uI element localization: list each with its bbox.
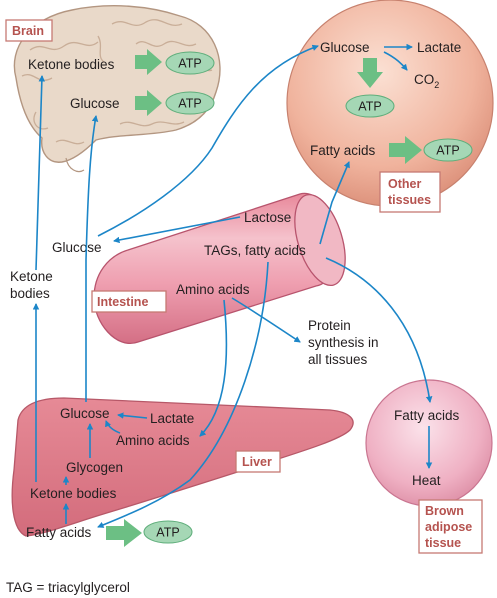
liver-label: Liver (242, 455, 272, 469)
other-tissues: Glucose Lactate CO2 ATP Fatty acids ATP … (286, 0, 494, 213)
brown-adipose-tissue: Fatty acids Heat Brown adipose tissue (365, 379, 493, 554)
intestine: Intestine Lactose TAGs, fatty acids Amin… (91, 192, 346, 345)
liver-fatty-atp-energy-arrow (106, 519, 142, 547)
arrow-lactose-to-blood-glucose (113, 216, 241, 244)
brain-ketone-atp-energy-arrow (135, 49, 162, 75)
liver-shape (11, 397, 354, 537)
brain-glucose-atp-energy-arrow (135, 90, 162, 116)
arrow-amino-acids-to-protein-synthesis (231, 297, 301, 343)
brain-shape (13, 5, 221, 173)
blood-ketone-label-line-1: Ketone (10, 269, 53, 284)
brown-adipose-label-line-1: Brown (425, 504, 464, 518)
other-lactate-label: Lactate (417, 40, 461, 55)
intestine-label: Intestine (97, 295, 148, 309)
liver-fatty-atp-oval (143, 520, 193, 544)
liver-glycogen-label: Glycogen (66, 460, 123, 475)
brown-fatty-acids-label: Fatty acids (394, 408, 460, 423)
other-fatty-atp-energy-arrow (389, 136, 422, 164)
other-glucose-atp-oval (345, 94, 395, 118)
other-fatty-acids-label: Fatty acids (310, 143, 376, 158)
arrow-tags-to-brown-fatty-acids (325, 257, 433, 403)
brain-ketone-bodies-label: Ketone bodies (28, 57, 115, 72)
brown-adipose-label-line-2: adipose (425, 520, 472, 534)
liver-lactate-label: Lactate (150, 411, 194, 426)
other-fatty-atp-label: ATP (436, 144, 459, 158)
protein-synthesis-label-line-1: Protein (308, 318, 351, 333)
brain-glucose-label: Glucose (70, 96, 120, 111)
brain-ketone-atp-label: ATP (178, 57, 201, 71)
brown-adipose-label-box (418, 499, 483, 554)
footnote: TAG = triacylglycerol (6, 580, 130, 595)
intestine-tags-label: TAGs, fatty acids (204, 243, 306, 258)
liver-glucose-label: Glucose (60, 406, 110, 421)
arrow-amino-acids-to-liver (199, 299, 228, 437)
arrow-tags-to-liver-fatty-acids (97, 261, 269, 528)
other-tissues-label-line-2: tissues (388, 193, 431, 207)
brown-adipose-label-line-3: tissue (425, 536, 461, 550)
intestine-tube-end (294, 193, 346, 287)
other-glucose-atp-label: ATP (358, 100, 381, 114)
brain-glucose-atp-oval (165, 91, 215, 115)
intestine-amino-acids-label: Amino acids (176, 282, 250, 297)
brown-heat-label: Heat (412, 473, 441, 488)
other-glucose-label: Glucose (320, 40, 370, 55)
blood-glucose-label: Glucose (52, 240, 102, 255)
arrow-amino-to-liver-glucose (105, 420, 121, 434)
liver-fatty-atp-label: ATP (156, 526, 179, 540)
arrow-lactate-to-liver-glucose (117, 412, 148, 419)
arrow-blood-ketone-to-brain-ketone (35, 75, 46, 271)
other-co2-subscript: 2 (434, 80, 439, 90)
arrow-tags-to-other-fatty-acids (319, 161, 350, 245)
brain: Brain Ketone bodies ATP Glucose ATP (5, 5, 221, 173)
liver-amino-acids-label: Amino acids (116, 433, 190, 448)
arrow-liver-glucose-to-brain-glucose (85, 115, 99, 402)
liver-ketone-bodies-label: Ketone bodies (30, 486, 117, 501)
brain-ketone-atp-oval (165, 51, 215, 75)
liver-label-box (235, 450, 281, 473)
arrow-blood-glucose-to-other-tissues (97, 44, 319, 237)
other-tissues-label-line-1: Other (388, 177, 421, 191)
other-tissues-label-box (379, 171, 441, 213)
intestine-lactose-label: Lactose (244, 210, 291, 225)
brain-label: Brain (12, 24, 44, 38)
liver: Liver Glucose Lactate Amino acids Glycog… (11, 397, 354, 547)
other-glucose-to-co2-arrow (383, 51, 408, 71)
brain-glucose-atp-label: ATP (178, 97, 201, 111)
blood-ketone-label-line-2: bodies (10, 286, 50, 301)
other-fatty-atp-oval (423, 138, 473, 162)
protein-synthesis-label-line-2: synthesis in (308, 335, 379, 350)
protein-synthesis-label-line-3: all tissues (308, 352, 368, 367)
intestine-label-box (91, 290, 167, 313)
other-glucose-atp-energy-arrow (357, 58, 383, 88)
metabolic-flow-arrows (32, 44, 433, 528)
other-co2-text: CO (414, 72, 434, 87)
other-co2-label: CO2 (414, 72, 439, 90)
liver-fatty-acids-label: Fatty acids (26, 525, 92, 540)
brain-label-box (5, 19, 53, 42)
